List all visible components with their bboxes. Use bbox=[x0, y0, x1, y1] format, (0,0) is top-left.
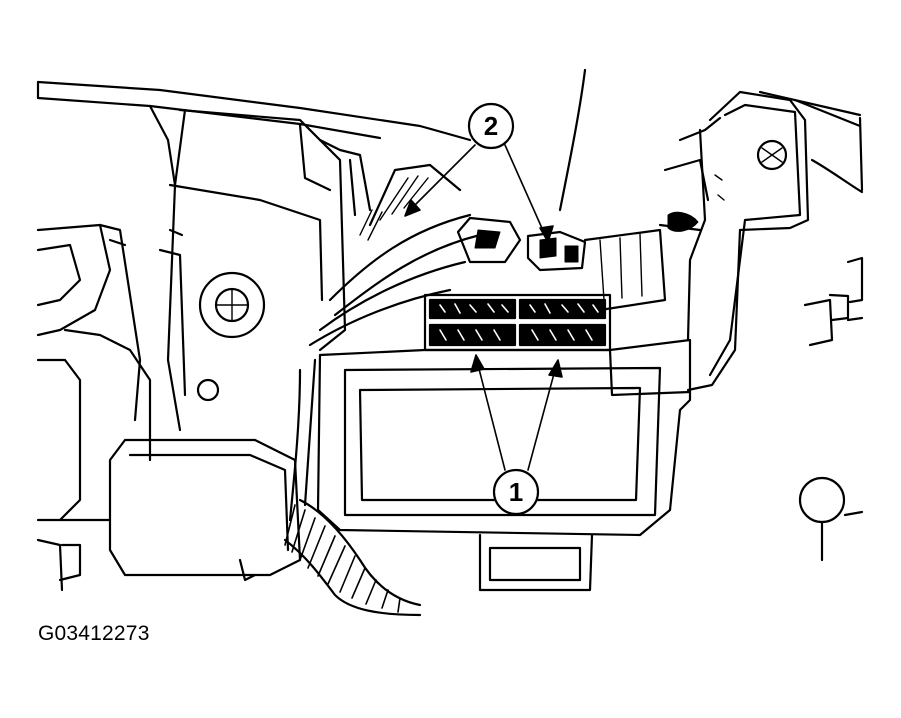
dashboard-trim bbox=[36, 68, 864, 212]
bracket-bolt bbox=[196, 271, 266, 402]
callout-1-number: 1 bbox=[509, 477, 523, 507]
harness-connectors bbox=[456, 216, 667, 312]
callout-1: 1 bbox=[492, 468, 540, 516]
left-mounting-bracket bbox=[36, 108, 372, 522]
right-edge-details bbox=[798, 256, 864, 562]
callout-2: 2 bbox=[467, 102, 515, 150]
wiring-bundle bbox=[288, 163, 482, 522]
figure-id-label: G03412273 bbox=[38, 622, 150, 645]
module-connector-block bbox=[423, 293, 612, 352]
callout-leader-lines bbox=[404, 144, 563, 471]
corrugated-wiring-conduit bbox=[283, 498, 422, 617]
right-mounting-bracket bbox=[658, 90, 810, 392]
lower-housing bbox=[36, 438, 302, 592]
callout-2-number: 2 bbox=[484, 111, 498, 141]
